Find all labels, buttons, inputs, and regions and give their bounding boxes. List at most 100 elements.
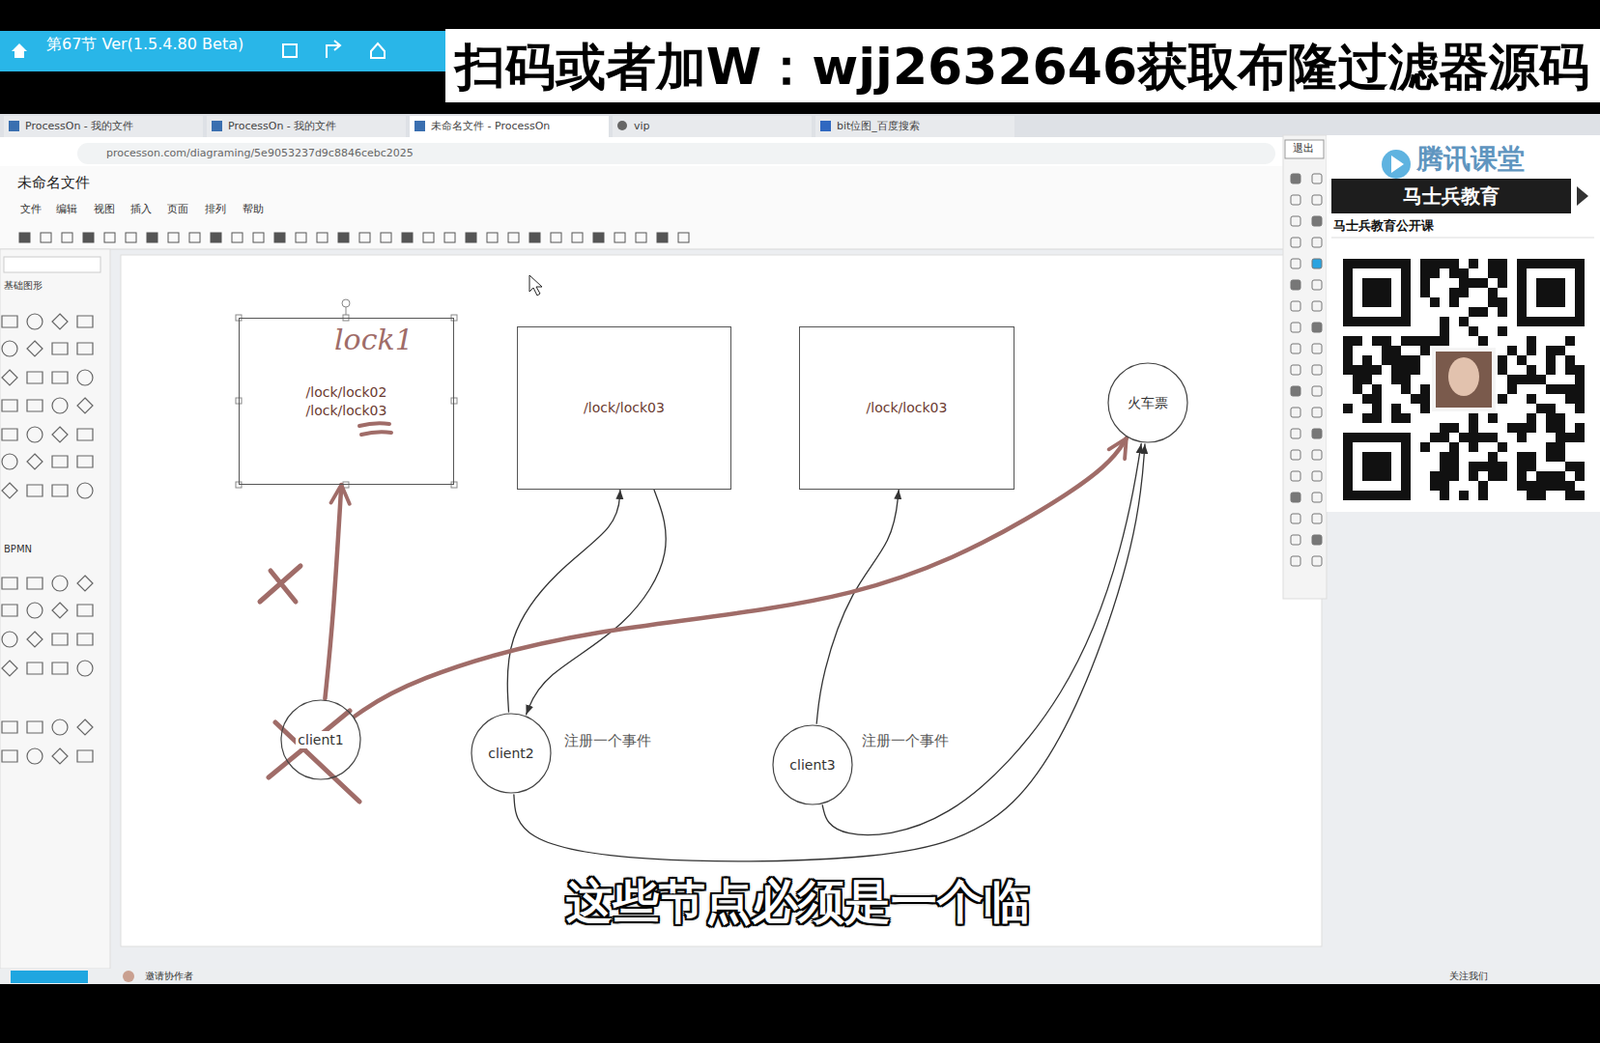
favicon — [414, 120, 426, 132]
qr-module — [1536, 403, 1546, 414]
qr-module — [1516, 423, 1527, 433]
side-tool-icon — [1312, 173, 1322, 184]
qr-module — [1545, 355, 1556, 366]
selection-handles — [235, 299, 458, 488]
qr-module — [1449, 268, 1459, 279]
qr-module — [1507, 423, 1517, 433]
player-bar — [0, 30, 446, 72]
qr-module — [1468, 307, 1479, 317]
qr-module — [1381, 345, 1392, 356]
toolbar-icon — [83, 232, 94, 243]
handwritten-note: lock1 — [334, 322, 414, 358]
node-label: /lock/lock02 — [304, 383, 390, 401]
shape-icon — [1, 341, 18, 357]
side-tool-icon — [1290, 450, 1301, 460]
shape-icon — [27, 748, 43, 765]
qr-module — [1468, 461, 1479, 472]
side-tool-icon — [1312, 450, 1322, 460]
shape-icon — [52, 633, 68, 646]
qr-module — [1429, 432, 1440, 443]
toolbar-icon — [635, 232, 647, 243]
menu-item: 帮助 — [242, 202, 264, 216]
qr-module — [1497, 394, 1508, 404]
connector — [526, 489, 667, 715]
circle-label: client3 — [787, 756, 837, 774]
favicon — [617, 120, 628, 131]
qr-module — [1516, 374, 1527, 385]
qr-module — [1342, 403, 1353, 414]
side-tool-icon — [1290, 556, 1301, 567]
qr-module — [1565, 461, 1575, 472]
shape-icon — [1, 454, 18, 470]
qr-module — [1536, 471, 1546, 482]
qr-module — [1526, 394, 1537, 404]
qr-module — [1449, 423, 1459, 433]
side-tool-icon — [1290, 535, 1301, 545]
panel-heading: BPMN — [3, 543, 32, 556]
qr-module — [1362, 413, 1372, 424]
toolbar-icon — [593, 232, 604, 243]
shape-icon — [1, 400, 18, 412]
toolbar-icon — [508, 232, 519, 243]
qr-module — [1391, 403, 1401, 414]
qr-module — [1429, 471, 1440, 482]
toolbar-icon — [678, 232, 689, 243]
shape-icon — [52, 719, 68, 736]
side-tool-icon — [1290, 301, 1301, 312]
qr-module — [1574, 394, 1585, 404]
lock-box: /lock/lock02/lock/lock03 — [238, 317, 455, 486]
canvas-page — [120, 255, 1322, 947]
favicon — [820, 120, 831, 132]
rotate-handle — [342, 299, 350, 308]
qr-module — [1400, 413, 1411, 424]
node-label: /lock/lock03 — [581, 399, 667, 417]
qr-module — [1555, 345, 1566, 356]
qr-module — [1555, 413, 1566, 424]
shape-icon — [52, 602, 68, 619]
tab-bar — [0, 114, 1600, 138]
qr-module — [1497, 278, 1508, 288]
side-tool-icon — [1312, 258, 1322, 269]
qr-finder — [1362, 278, 1392, 308]
toolbar-icon — [40, 232, 52, 243]
qr-module — [1497, 297, 1508, 308]
qr-finder — [1526, 268, 1575, 317]
toolbar-icon — [380, 232, 392, 243]
brand-name: 马士兵教育 — [1402, 184, 1500, 208]
side-tool-icon — [1312, 535, 1322, 545]
qr-module — [1449, 452, 1459, 462]
qr-module — [1420, 442, 1430, 453]
qr-module — [1478, 432, 1488, 443]
qr-module — [1371, 403, 1382, 414]
qr-module — [1574, 461, 1585, 472]
qr-module — [1352, 336, 1363, 346]
qr-module — [1439, 452, 1450, 462]
qr-module — [1429, 336, 1440, 346]
circle-label: client2 — [485, 744, 536, 763]
side-tool-icon — [1312, 237, 1322, 248]
player-icon — [326, 40, 341, 58]
qr-module — [1410, 394, 1421, 404]
qr-module — [1420, 394, 1430, 404]
qr-module — [1516, 355, 1527, 366]
qr-module — [1371, 394, 1382, 404]
qr-module — [1478, 481, 1488, 491]
qr-finder — [1342, 432, 1411, 501]
toolbar-icon — [189, 232, 200, 243]
shape-icon — [52, 342, 68, 355]
shape-icon — [77, 604, 93, 617]
qr-module — [1381, 355, 1392, 366]
shape-icon — [27, 602, 43, 619]
shape-icon — [52, 314, 68, 330]
qr-module — [1371, 365, 1382, 375]
qr-module — [1362, 365, 1372, 375]
qr-module — [1342, 355, 1353, 366]
qr-photo — [1448, 357, 1480, 397]
favicon — [211, 120, 223, 132]
circle-outline — [471, 714, 551, 794]
qr-module — [1545, 442, 1556, 453]
node-label: /lock/lock03 — [864, 399, 950, 417]
qr-module — [1574, 471, 1585, 482]
qr-module — [1391, 413, 1401, 424]
shape-icon — [27, 400, 43, 412]
